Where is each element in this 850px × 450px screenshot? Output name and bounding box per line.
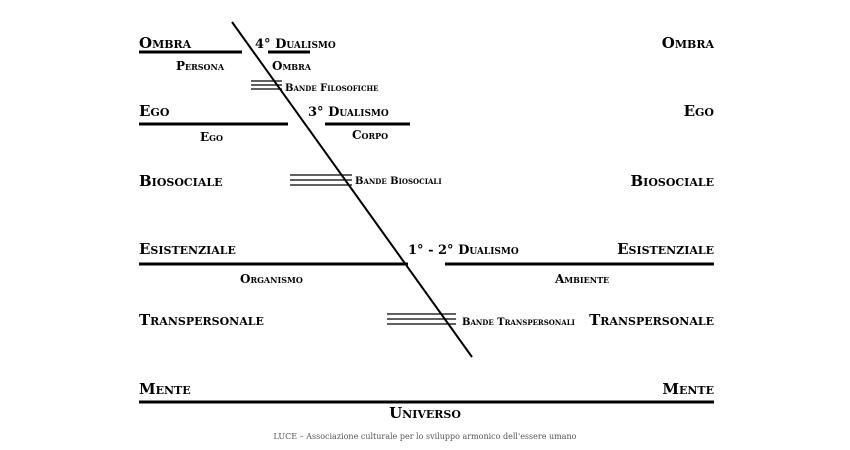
diagonal-divider-line: [231, 21, 473, 358]
persona-label: Persona: [176, 59, 225, 73]
ombra-sub-label: Ombra: [272, 59, 311, 73]
bande-biosociali-label: Bande Biosociali: [355, 176, 442, 187]
corpo-label: Corpo: [352, 128, 389, 142]
mente-right-label: Mente: [662, 380, 714, 398]
third-dualism-label: 3° Dualismo: [308, 105, 389, 120]
transpersonale-right-label: Transpersonale: [589, 311, 714, 329]
ambiente-label: Ambiente: [555, 272, 610, 286]
biosociale-left-label: Biosociale: [139, 172, 223, 190]
esistenziale-right-label: Esistenziale: [617, 240, 714, 258]
ego-sub-label: Ego: [200, 130, 223, 144]
ombra-left-label: Ombra: [139, 34, 192, 52]
mente-left-label: Mente: [139, 380, 191, 398]
biosociale-right-label: Biosociale: [630, 172, 715, 190]
transpersonale-left-label: Transpersonale: [139, 311, 264, 329]
ego-right-label: Ego: [683, 102, 714, 120]
bande-filosofiche-label: Bande Filosofiche: [285, 83, 379, 94]
organismo-label: Organismo: [240, 272, 303, 286]
ombra-right-label: Ombra: [661, 34, 714, 52]
universo-label: Universo: [389, 404, 461, 422]
bande-transpersonali-label: Bande Transpersonali: [462, 317, 575, 328]
footer-caption: LUCE – Associazione culturale per lo svi…: [273, 432, 577, 441]
fourth-dualism-label: 4° Dualismo: [255, 37, 336, 52]
esistenziale-left-label: Esistenziale: [139, 240, 236, 258]
first-second-dualism-label: 1° - 2° Dualismo: [408, 243, 519, 258]
ego-left-label: Ego: [139, 102, 170, 120]
